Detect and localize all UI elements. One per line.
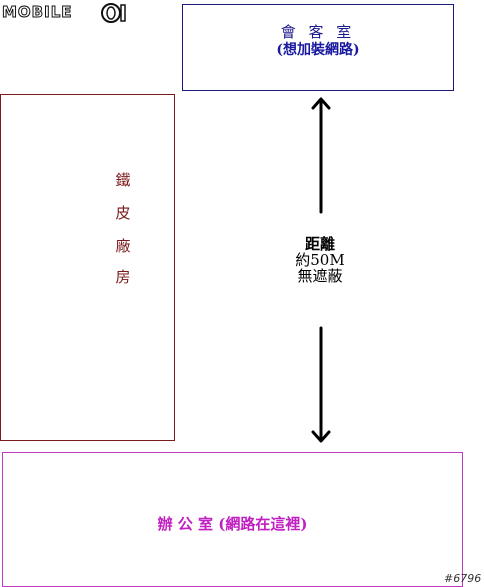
- image-id-label: #6796: [444, 572, 482, 585]
- logo-text: MOBILE: [2, 3, 73, 22]
- distance-line-3: 無遮蔽: [297, 267, 343, 285]
- up-arrow-head: [311, 97, 331, 110]
- logo-01-icon: [101, 3, 126, 23]
- down-arrow-head: [311, 430, 331, 443]
- factory-box: 鐵 皮 廠 房: [0, 94, 175, 441]
- meeting-room-title: 會 客 室: [280, 23, 356, 41]
- factory-label-char: 皮: [115, 204, 131, 222]
- mobile01-logo: MOBILE: [2, 2, 128, 24]
- distance-label: 距離 約50M 無遮蔽: [270, 236, 370, 284]
- meeting-room-note: (想加裝網路): [276, 42, 360, 58]
- distance-line-2: 約50M: [295, 251, 345, 269]
- office-box: 辦 公 室 (網路在這裡): [2, 452, 463, 587]
- factory-label-char: 鐵: [115, 171, 131, 189]
- factory-label-char: 廠: [115, 237, 131, 255]
- office-label: 辦 公 室 (網路在這裡): [157, 515, 308, 533]
- distance-line-1: 距離: [304, 235, 335, 253]
- factory-label-char: 房: [115, 268, 131, 286]
- meeting-room-box: 會 客 室 (想加裝網路): [182, 4, 454, 91]
